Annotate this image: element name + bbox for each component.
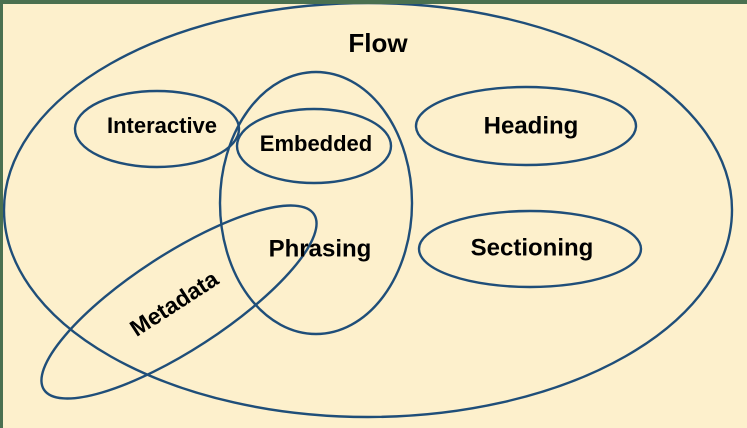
region-label-embedded: Embedded [260, 131, 372, 156]
region-ellipse-metadata[interactable] [18, 174, 340, 428]
region-label-sectioning: Sectioning [471, 234, 594, 261]
region-ellipse-embedded[interactable] [235, 107, 393, 185]
region-ellipse-sectioning[interactable] [417, 209, 643, 289]
region-label-heading: Heading [484, 112, 579, 139]
border-left-edge [0, 0, 3, 428]
region-label-interactive: Interactive [107, 113, 217, 138]
border-top-edge [0, 0, 747, 4]
region-ellipse-interactive[interactable] [73, 89, 241, 169]
region-ellipse-phrasing[interactable] [218, 70, 414, 336]
region-ellipse-heading[interactable] [414, 85, 638, 167]
region-label-flow: Flow [348, 28, 408, 58]
region-label-phrasing: Phrasing [269, 235, 372, 262]
